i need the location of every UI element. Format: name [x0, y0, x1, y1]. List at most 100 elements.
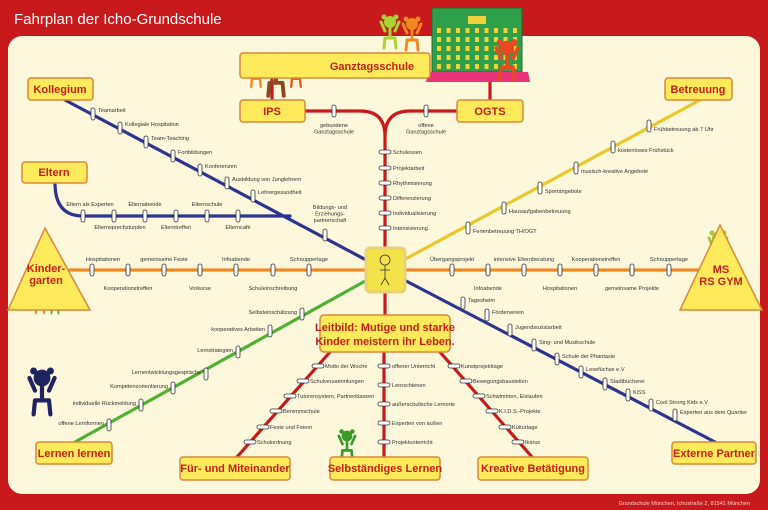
station[interactable]: Elternsprechstunden: [94, 209, 146, 231]
station[interactable]: Lernstrategien: [197, 345, 241, 359]
station[interactable]: Elterncafé: [225, 209, 251, 231]
station[interactable]: Schwimmen, Eislaufen: [472, 393, 543, 400]
station[interactable]: Cool Strong Kids e.V.: [648, 398, 709, 412]
station-label: Ausbildung von Junglehrern: [232, 177, 301, 183]
station[interactable]: Schulessen: [378, 149, 422, 156]
central-hub-logo[interactable]: [364, 246, 407, 294]
terminal-kindergarten[interactable]: Kinder- garten: [6, 226, 92, 311]
station[interactable]: Frühbetreuung ab 7 Uhr: [646, 119, 714, 133]
station[interactable]: Selbsteinschätzung: [248, 307, 305, 321]
station[interactable]: Kunstprojekttage: [447, 363, 503, 370]
station[interactable]: KiSS: [625, 388, 646, 402]
station[interactable]: Experten von außen: [377, 420, 442, 427]
station[interactable]: K.I.D.S.-Projekte: [485, 408, 541, 415]
station[interactable]: Intensivierung: [378, 225, 428, 232]
station[interactable]: Kulturtage: [498, 424, 538, 431]
terminal-ms-rs-gym[interactable]: MS RS GYM: [678, 223, 764, 311]
terminal-selbstaendig[interactable]: Selbständiges Lernen: [328, 456, 443, 481]
station[interactable]: Ferienbetreuung TH/OGT: [465, 221, 537, 235]
station[interactable]: Individualisierung: [378, 210, 436, 217]
station[interactable]: intensive Elternberatung: [494, 257, 554, 277]
station[interactable]: Hospitationen: [543, 263, 577, 292]
station[interactable]: musisch-kreative Angebote: [573, 161, 648, 175]
station[interactable]: Stadtbücherei: [602, 377, 645, 391]
station-marker: [106, 418, 112, 432]
station[interactable]: Hospitationen: [86, 257, 120, 277]
station[interactable]: gemeinsame Projekte: [605, 263, 659, 292]
station[interactable]: Förderverein: [484, 308, 524, 322]
station[interactable]: Kooperationstreffen: [104, 263, 153, 292]
terminal-kollegium[interactable]: Kollegium: [27, 77, 94, 101]
terminal-eltern[interactable]: Eltern: [21, 161, 88, 184]
station[interactable]: Ikarus: [511, 439, 540, 446]
station[interactable]: Lernschienen: [377, 382, 426, 389]
station[interactable]: Elterntreffen: [161, 209, 191, 231]
terminal-ogts[interactable]: OGTS: [456, 99, 524, 123]
station[interactable]: Feste und Feiern: [256, 424, 312, 431]
station-marker: [204, 209, 210, 223]
station-label: Hausaufgabenbetreuung: [509, 209, 571, 215]
terminal-betreuung[interactable]: Betreuung: [664, 77, 733, 101]
station[interactable]: Tagesheim: [460, 296, 495, 310]
station[interactable]: Bewegungsbaustellen: [459, 378, 528, 385]
station[interactable]: Schulversammlungen: [296, 378, 364, 385]
station[interactable]: Elternschule: [192, 202, 223, 223]
station[interactable]: Kooperationstreffen: [572, 257, 621, 277]
station[interactable]: Vorkurse: [189, 263, 211, 292]
station[interactable]: offener Unterricht: [377, 363, 436, 370]
terminal-kreativ[interactable]: Kreative Betätigung: [477, 456, 589, 481]
station[interactable]: offene Lernformen: [58, 418, 112, 432]
station[interactable]: individuelle Rückmeldung: [73, 398, 144, 412]
station[interactable]: Team-Teaching: [143, 135, 189, 149]
station[interactable]: Rhythmisierung: [378, 180, 432, 187]
station[interactable]: außerschulische Lernorte: [377, 401, 455, 408]
station[interactable]: Schnuppertage: [290, 257, 328, 277]
station[interactable]: Experten aus dem Quartier: [672, 408, 747, 422]
station[interactable]: Schulordnung: [243, 439, 292, 446]
station-label: Elternsprechstunden: [94, 225, 145, 231]
station[interactable]: Lesefüchse e.V: [578, 365, 625, 379]
station[interactable]: Schule der Phantasie: [554, 352, 615, 366]
station[interactable]: Benimmschule: [269, 408, 320, 415]
station[interactable]: Ausbildung von Junglehrern: [224, 176, 301, 190]
terminal-lernen-lernen[interactable]: Lernen lernen: [35, 441, 113, 465]
station[interactable]: Kollegiale Hospitation: [117, 121, 179, 135]
terminal-ganztagsschule[interactable]: Ganztagsschule: [239, 52, 431, 79]
station[interactable]: Übergangsprojekt: [430, 256, 475, 277]
station[interactable]: Lehrergesundheit: [250, 189, 302, 203]
station[interactable]: kooperatives Arbeiten: [211, 324, 273, 338]
station-marker: [90, 107, 96, 121]
terminal-externe-partner[interactable]: Externe Partner: [671, 441, 757, 465]
station[interactable]: Fortbildungen: [170, 149, 212, 163]
station[interactable]: Infoabende: [474, 263, 502, 292]
station[interactable]: Kompetenzorientierung: [110, 381, 176, 395]
station-marker: [299, 307, 305, 321]
station[interactable]: Hausaufgabenbetreuung: [501, 201, 571, 215]
station[interactable]: Jugendsozialarbeit: [507, 323, 562, 337]
station[interactable]: Schnuppertage: [650, 257, 688, 277]
station[interactable]: Tutorensystem, Partnerklassen: [283, 393, 374, 400]
station[interactable]: Elternabende: [128, 202, 162, 223]
station[interactable]: Lernentwicklungsgespräche: [132, 367, 209, 381]
station[interactable]: gemeinsame Feste: [140, 257, 188, 277]
terminal-miteinander[interactable]: Für- und Miteinander: [179, 456, 291, 481]
station[interactable]: Konferenzen: [197, 163, 237, 177]
station[interactable]: Projektarbeit: [378, 165, 425, 172]
station[interactable]: Infoabende: [222, 257, 250, 277]
station-label: Elterncafé: [225, 225, 250, 231]
terminal-ips[interactable]: IPS: [239, 99, 306, 123]
station[interactable]: Sportangebote: [537, 181, 582, 195]
station[interactable]: Sing- und Musikschule: [531, 338, 595, 352]
station[interactable]: kostenloses Frühstück: [610, 140, 674, 154]
station[interactable]: Teamarbeit: [90, 107, 126, 121]
station[interactable]: Differenzierung: [378, 195, 431, 202]
station[interactable]: Projektunterricht: [377, 439, 433, 446]
station[interactable]: Motto der Woche: [311, 363, 368, 370]
station-label: Feste und Feiern: [270, 425, 312, 431]
station-label: Fortbildungen: [178, 150, 212, 156]
station[interactable]: Schuleinschreibung: [249, 263, 298, 292]
station[interactable]: Eltern als Experten: [66, 202, 114, 223]
